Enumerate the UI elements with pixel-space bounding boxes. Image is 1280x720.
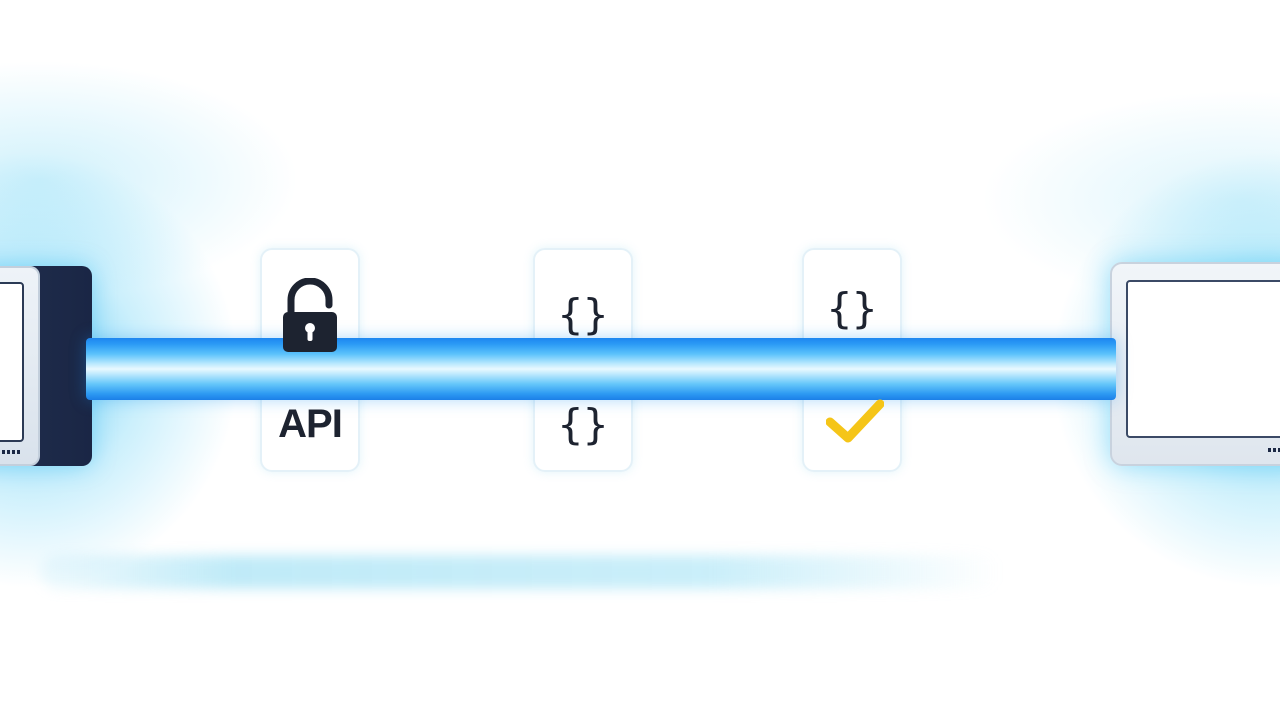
left-device-bezel <box>0 266 40 466</box>
left-device-indicator <box>2 450 22 454</box>
left-top-glow <box>0 60 300 300</box>
right-device-icon <box>1110 262 1280 466</box>
unlocked-padlock-icon <box>283 278 337 352</box>
floor-glow <box>40 555 1000 589</box>
data-pipe <box>86 338 1116 400</box>
json-braces-bottom: {} <box>557 400 609 449</box>
json-braces-top: {} <box>557 290 609 339</box>
api-label: API <box>278 402 343 446</box>
right-device-indicator <box>1268 448 1280 452</box>
right-device-screen <box>1126 280 1280 438</box>
left-device-screen <box>0 282 24 442</box>
json-braces-verified: {} <box>826 284 878 333</box>
left-device-icon <box>0 266 92 466</box>
checkmark-icon <box>826 399 884 443</box>
